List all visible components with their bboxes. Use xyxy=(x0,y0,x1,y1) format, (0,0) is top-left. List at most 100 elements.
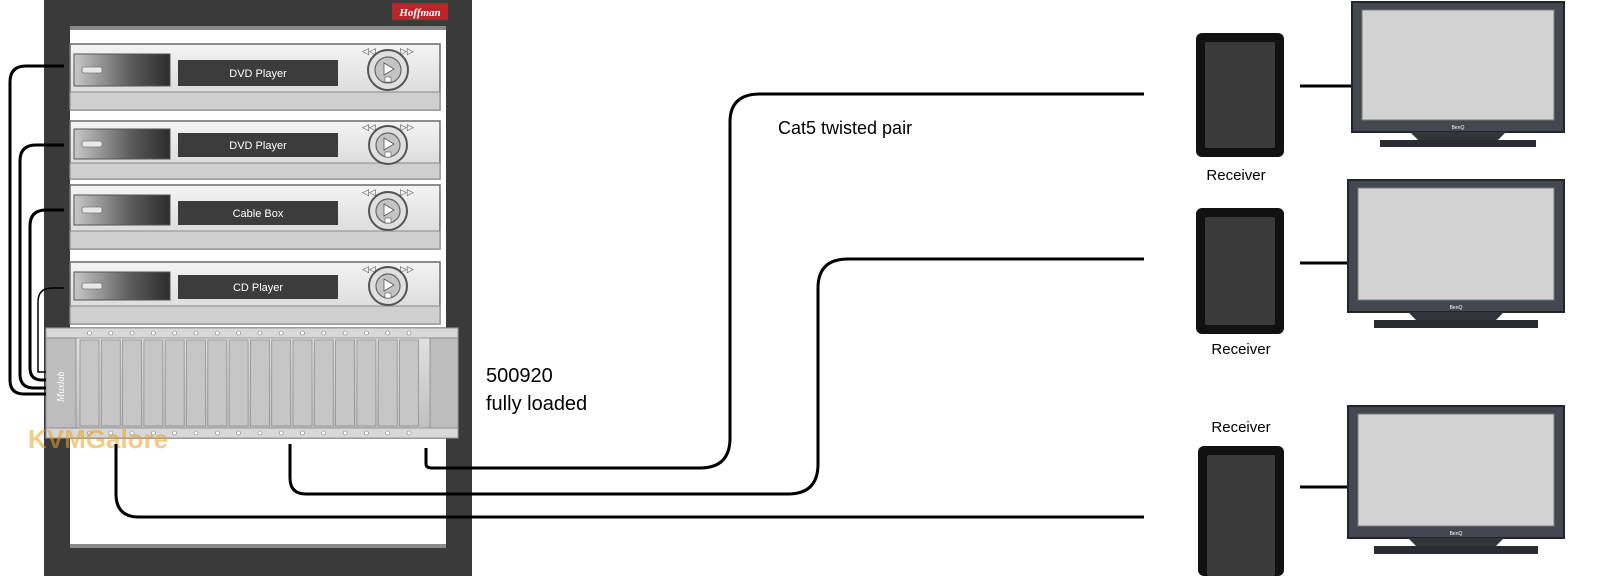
monitor-stand xyxy=(1408,538,1504,546)
hub-card-screw xyxy=(172,330,177,336)
hub-card-screw xyxy=(364,330,369,336)
hub-card-slot xyxy=(249,339,270,427)
hub-watermark: KVMGalore xyxy=(28,424,168,454)
hub-brand-logo: Muxlab xyxy=(56,371,67,403)
stop-icon xyxy=(384,217,392,224)
rack-brand-label: Hoffman xyxy=(398,7,440,19)
device-display-label: DVD Player xyxy=(229,68,287,80)
monitor-brand-label: BenQ xyxy=(1450,305,1463,311)
rewind-icon: ◁◁ xyxy=(362,123,376,133)
play-icon xyxy=(383,137,395,151)
hub-card-slot xyxy=(79,339,100,427)
hub-card-screw xyxy=(300,430,305,436)
hub-card-screw xyxy=(406,330,412,336)
cable-type-label: Cat5 twisted pair xyxy=(778,118,912,138)
device-bottom-strip xyxy=(69,162,441,180)
device-bottom-strip xyxy=(69,91,441,111)
cat5-cable-1 xyxy=(424,92,1144,470)
device-display-label: Cable Box xyxy=(233,208,284,220)
hub-card-slot xyxy=(228,339,249,427)
hub-top-rail xyxy=(45,327,459,339)
video-hub-500920: Muxlab KVMGalore xyxy=(28,327,459,454)
play-icon xyxy=(383,278,395,292)
hub-card-screw xyxy=(321,430,327,436)
device-bottom-strip xyxy=(69,305,441,325)
hub-card-screw xyxy=(364,430,369,436)
rack-bottom-bar xyxy=(44,548,472,576)
hub-card-screw xyxy=(406,430,412,436)
stop-icon xyxy=(384,76,392,83)
monitor-base xyxy=(1380,140,1536,147)
hub-card-screw xyxy=(108,430,114,436)
hub-left-ear xyxy=(45,337,77,429)
hub-card-screw xyxy=(236,330,241,336)
source-cables xyxy=(8,64,64,396)
hub-card-slot xyxy=(100,339,121,427)
hub-card-slot xyxy=(313,339,334,427)
play-icon xyxy=(383,203,395,217)
hub-card-screw xyxy=(385,330,391,336)
hub-card-slot xyxy=(399,339,419,427)
hub-bottom-rail xyxy=(45,427,459,439)
hub-card-slot xyxy=(207,339,228,427)
hub-card-screw xyxy=(300,330,305,336)
hub-card-screw xyxy=(278,330,284,336)
rack-right-post xyxy=(446,0,472,576)
hub-card-screw xyxy=(87,430,92,436)
receiver-label: Receiver xyxy=(1211,341,1270,358)
monitor-screen xyxy=(1357,187,1555,301)
hub-card-slot xyxy=(356,339,377,427)
hub-card-screw xyxy=(342,330,348,336)
hub-card-screw xyxy=(321,330,327,336)
hub-status-label: fully loaded xyxy=(486,393,587,415)
device-dvd-player-1: DVD Player ◁◁ ▷▷ xyxy=(69,43,441,111)
hub-card-screw xyxy=(193,430,199,436)
hub-card-slot xyxy=(143,339,164,427)
cat5-cables xyxy=(114,92,1144,519)
hub-card-screw xyxy=(257,330,263,336)
device-dvd-player-2: DVD Player ◁◁ ▷▷ xyxy=(69,120,441,180)
hub-card-slot xyxy=(122,339,142,427)
cat5-cable-3 xyxy=(114,444,1144,519)
hub-card-screw xyxy=(151,430,156,436)
source-cable xyxy=(8,64,64,396)
device-tray-button xyxy=(81,282,103,290)
hub-card-screw xyxy=(172,430,177,436)
hub-card-screw xyxy=(278,430,284,436)
receiver-label: Receiver xyxy=(1211,419,1270,436)
rack-inner-lip-top xyxy=(70,26,446,30)
device-display-label: DVD Player xyxy=(229,140,287,152)
monitor-brand-label: BenQ xyxy=(1450,531,1463,537)
hub-card-slot xyxy=(164,339,185,427)
source-cable xyxy=(18,143,64,390)
receiver-face xyxy=(1205,217,1275,325)
hub-card-screw xyxy=(385,430,391,436)
rack-inner-lip-bottom xyxy=(70,544,446,548)
device-cd-player: CD Player ◁◁ ▷▷ xyxy=(69,261,441,325)
rewind-icon: ◁◁ xyxy=(362,265,376,275)
fast-forward-icon: ▷▷ xyxy=(400,47,414,57)
hub-model-label: 500920 xyxy=(486,365,553,387)
device-display xyxy=(178,201,338,225)
monitor-2: BenQ xyxy=(1347,179,1565,328)
hub-card-screw xyxy=(215,430,220,436)
hub-right-ear xyxy=(429,337,459,429)
source-cable xyxy=(28,208,64,382)
cat5-cable-2 xyxy=(288,257,1144,496)
hub-card-screw xyxy=(108,330,114,336)
play-icon xyxy=(383,62,395,76)
rewind-icon: ◁◁ xyxy=(362,47,376,57)
receiver-face xyxy=(1207,455,1275,576)
device-display xyxy=(178,60,338,86)
device-bottom-strip xyxy=(69,230,441,250)
monitor-stand xyxy=(1408,312,1504,320)
device-tray-button xyxy=(81,206,103,214)
device-cable-box: Cable Box ◁◁ ▷▷ xyxy=(69,184,441,250)
monitor-1: BenQ xyxy=(1351,1,1565,147)
hub-card-screw xyxy=(129,430,135,436)
hub-card-screw xyxy=(129,330,135,336)
rewind-icon: ◁◁ xyxy=(362,188,376,198)
receiver-3: Receiver xyxy=(1198,419,1284,576)
device-tray-button xyxy=(81,66,103,74)
